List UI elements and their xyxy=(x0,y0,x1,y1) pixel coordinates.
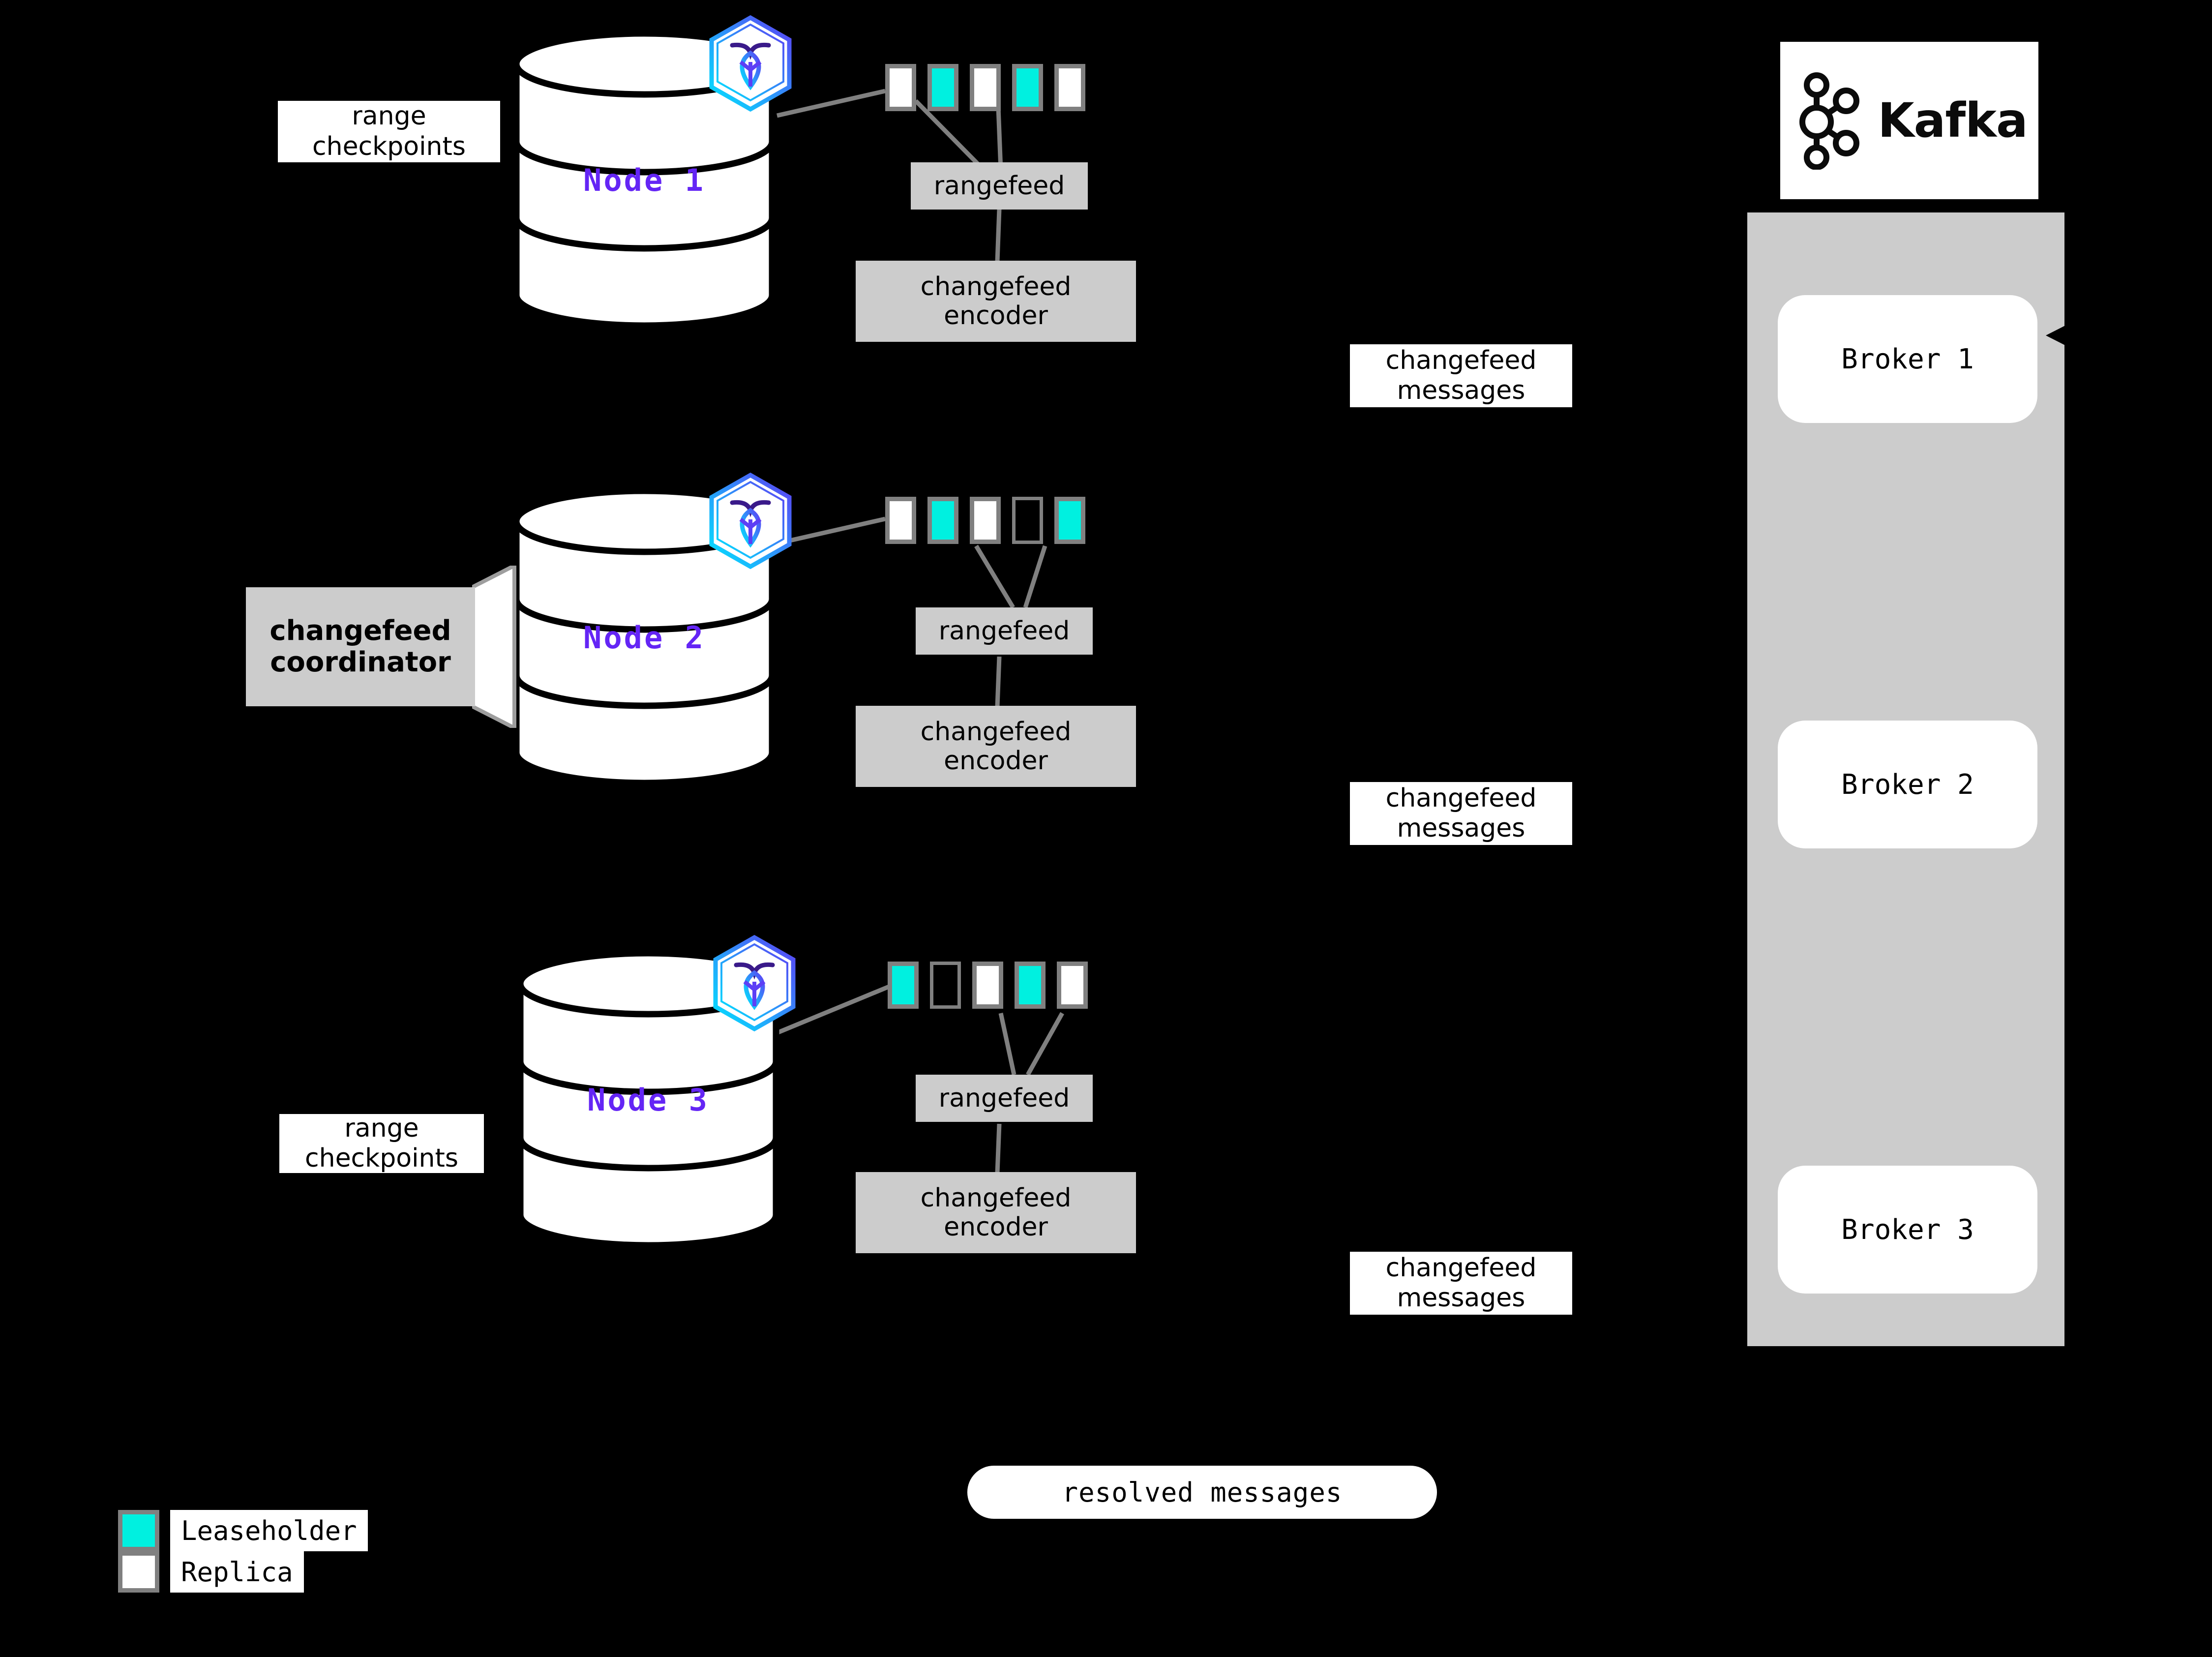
changefeed-encoder-box-2[interactable]: changefeed encoder xyxy=(856,706,1136,787)
coordinator-wedge-icon xyxy=(472,566,516,728)
changefeed-coordinator-box[interactable]: changefeed coordinator xyxy=(246,587,475,706)
kafka-wordmark: Kafka xyxy=(1878,93,2028,148)
broker-label: Broker 2 xyxy=(1841,768,1974,801)
range-checkpoints-label-3: range checkpoints xyxy=(279,1114,484,1173)
broker-1[interactable]: Broker 1 xyxy=(1778,295,2037,423)
encoder-label-line1: changefeed xyxy=(920,272,1072,302)
resolved-messages-label: resolved messages xyxy=(1062,1476,1343,1508)
encoder-label-line2: encoder xyxy=(944,1212,1048,1242)
changefeed-messages-line1: changefeed xyxy=(1385,1253,1537,1283)
legend-item-leaseholder: Leaseholder xyxy=(118,1510,368,1551)
cockroachdb-logo-icon-1 xyxy=(707,15,794,113)
changefeed-encoder-box-1[interactable]: changefeed encoder xyxy=(856,261,1136,342)
changefeed-messages-line2: messages xyxy=(1397,1283,1525,1313)
range-row-3 xyxy=(888,962,1088,1009)
range-row-1 xyxy=(885,64,1085,111)
range-box-replica[interactable] xyxy=(970,497,1001,544)
changefeed-messages-label-3: changefeed messages xyxy=(1350,1252,1572,1315)
kafka-network-icon xyxy=(1799,72,1860,170)
broker-label: Broker 1 xyxy=(1841,343,1974,375)
encoder-label-line2: encoder xyxy=(944,301,1048,331)
cockroachdb-logo-icon-2 xyxy=(707,472,794,571)
legend-swatch-replica xyxy=(118,1551,159,1593)
resolved-messages-pill: resolved messages xyxy=(967,1466,1437,1519)
range-checkpoints-line2: checkpoints xyxy=(312,131,466,161)
broker-2[interactable]: Broker 2 xyxy=(1778,721,2037,848)
broker-1-inbound-arrowhead-icon xyxy=(2046,322,2073,349)
range-box-empty[interactable] xyxy=(930,962,961,1009)
range-box-replica[interactable] xyxy=(972,962,1003,1009)
range-box-empty[interactable] xyxy=(1012,497,1043,544)
coordinator-line1: changefeed xyxy=(269,614,451,647)
encoder-label-line1: changefeed xyxy=(920,717,1072,747)
range-box-leaseholder[interactable] xyxy=(1015,962,1046,1009)
range-box-replica[interactable] xyxy=(885,497,916,544)
rangefeed-label: rangefeed xyxy=(938,616,1070,646)
rangefeed-label: rangefeed xyxy=(933,171,1065,201)
node-cylinder-1: Node 1 xyxy=(511,30,777,330)
node-label-2: Node 2 xyxy=(583,620,705,656)
changefeed-messages-label-1: changefeed messages xyxy=(1350,344,1572,407)
rangefeed-box-3[interactable]: rangefeed xyxy=(916,1075,1093,1122)
changefeed-messages-line1: changefeed xyxy=(1385,783,1537,813)
node-label-1: Node 1 xyxy=(583,162,705,198)
range-checkpoints-line2: checkpoints xyxy=(305,1144,458,1173)
node-cylinder-3: Node 3 xyxy=(515,949,781,1249)
rangefeed-label: rangefeed xyxy=(938,1083,1070,1113)
changefeed-coordinator-callout[interactable]: changefeed coordinator xyxy=(246,566,521,728)
rangefeed-box-1[interactable]: rangefeed xyxy=(911,162,1088,210)
encoder-label-line1: changefeed xyxy=(920,1183,1072,1213)
changefeed-messages-label-2: changefeed messages xyxy=(1350,782,1572,845)
legend-item-replica: Replica xyxy=(118,1551,304,1593)
range-box-leaseholder[interactable] xyxy=(888,962,919,1009)
range-checkpoints-line1: range xyxy=(352,101,426,131)
range-box-replica[interactable] xyxy=(970,64,1001,111)
changefeed-messages-line2: messages xyxy=(1397,376,1525,405)
range-checkpoints-line1: range xyxy=(344,1113,419,1143)
coordinator-line2: coordinator xyxy=(270,646,451,678)
range-box-replica[interactable] xyxy=(1057,962,1088,1009)
broker-label: Broker 3 xyxy=(1841,1213,1974,1246)
node-cylinder-2: Node 2 xyxy=(511,487,777,787)
changefeed-encoder-box-3[interactable]: changefeed encoder xyxy=(856,1172,1136,1253)
range-box-leaseholder[interactable] xyxy=(927,497,958,544)
legend-label-leaseholder: Leaseholder xyxy=(170,1510,368,1551)
legend-label-replica: Replica xyxy=(170,1551,304,1593)
range-box-leaseholder[interactable] xyxy=(927,64,958,111)
legend: Leaseholder Replica xyxy=(118,1510,433,1623)
range-box-leaseholder[interactable] xyxy=(1012,64,1043,111)
kafka-logo: Kafka xyxy=(1780,42,2038,199)
range-box-leaseholder[interactable] xyxy=(1054,497,1085,544)
range-box-replica[interactable] xyxy=(1054,64,1085,111)
legend-swatch-leaseholder xyxy=(118,1510,159,1551)
cockroachdb-logo-icon-3 xyxy=(711,934,798,1033)
node-label-3: Node 3 xyxy=(587,1082,709,1118)
changefeed-messages-line2: messages xyxy=(1397,813,1525,843)
changefeed-messages-line1: changefeed xyxy=(1385,345,1537,375)
rangefeed-box-2[interactable]: rangefeed xyxy=(916,607,1093,655)
broker-3[interactable]: Broker 3 xyxy=(1778,1166,2037,1294)
range-checkpoints-label-1: range checkpoints xyxy=(278,101,500,162)
encoder-label-line2: encoder xyxy=(944,746,1048,776)
range-box-replica[interactable] xyxy=(885,64,916,111)
range-row-2 xyxy=(885,497,1085,544)
